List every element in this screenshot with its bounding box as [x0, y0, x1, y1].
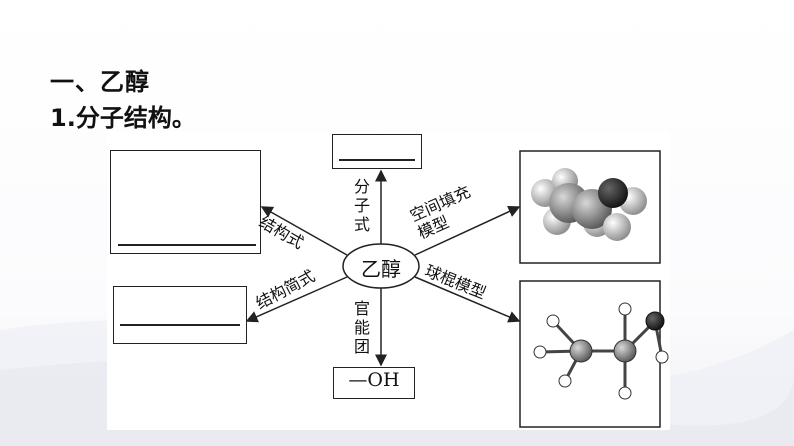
structural-formula-blank: [118, 244, 256, 246]
ball-stick-model-image: [533, 302, 669, 400]
structural-formula-box: [110, 150, 261, 254]
arrow-condensed-formula: [245, 276, 348, 323]
condensed-formula-box: [113, 286, 247, 344]
functional-group-value: —OH: [348, 369, 400, 391]
functional-group-label: 官能团: [353, 299, 370, 356]
arrow-structural-formula: [260, 206, 348, 256]
molecular-formula-label: 分子式: [353, 177, 370, 234]
space-filling-model-image: [531, 168, 647, 241]
diagram-arrows: [245, 150, 669, 428]
functional-group-box: [333, 367, 415, 399]
molecular-formula-box: [332, 134, 422, 169]
condensed-formula-blank: [120, 324, 240, 326]
section-heading: 一、乙醇: [50, 68, 150, 96]
subsection-heading: 1.分子结构。: [50, 104, 196, 132]
arrow-ball-stick: [414, 276, 521, 323]
arrow-space-filling: [414, 205, 521, 256]
center-label: 乙醇: [361, 257, 401, 281]
molecular-formula-blank: [339, 159, 415, 161]
ethanol-structure-diagram: —OH 乙醇 结构式 分子式 空间填充模型 结构简式 官能团 球棍模型: [107, 131, 670, 430]
